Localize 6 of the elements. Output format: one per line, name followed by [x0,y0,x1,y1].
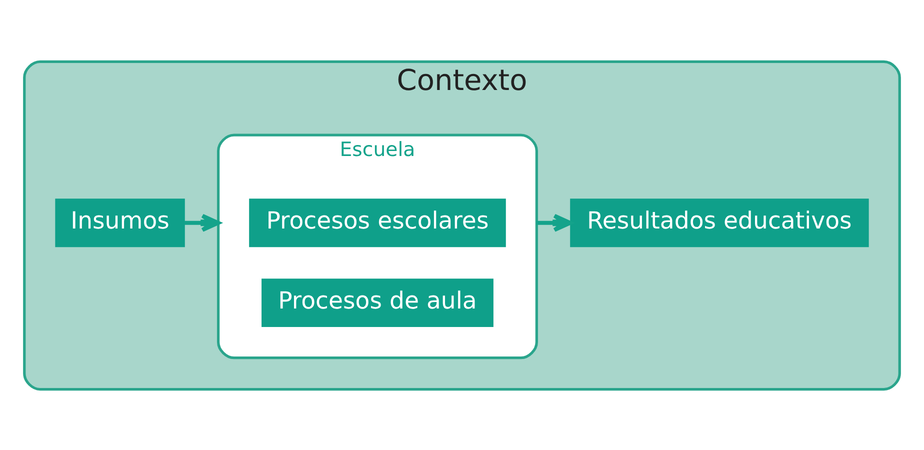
node-box: Insumos [55,198,185,247]
arrow [184,213,220,232]
arrow [536,213,572,232]
node-box: Procesos de aula [262,278,494,327]
node-box: Procesos escolares [249,198,506,247]
node-box: Resultados educativos [570,198,869,247]
